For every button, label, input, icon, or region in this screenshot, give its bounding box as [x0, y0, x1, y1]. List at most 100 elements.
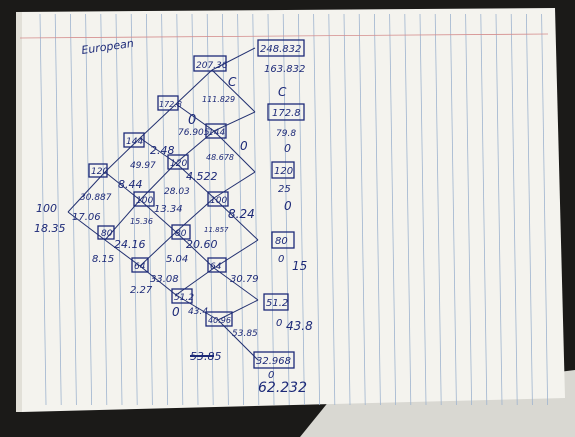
u2-note: 8.44 [118, 178, 143, 191]
leaf6-value: 0 [268, 370, 274, 381]
leaf3-price-box [271, 161, 295, 179]
u4-value: 111.829 [202, 95, 235, 104]
rule-line [130, 13, 138, 406]
leaf4-value: 0 [278, 254, 284, 265]
d2-price-box [131, 257, 149, 273]
leaf3-price: 120 [274, 166, 293, 177]
rule-line [465, 13, 472, 406]
u3-note: 2.48 [150, 144, 175, 157]
root-price: 100 [36, 202, 57, 215]
um3-note: 4.522 [186, 170, 218, 183]
um3-price-box [167, 154, 189, 170]
d1-value: 8.15 [92, 254, 114, 265]
leaf1-price: 248.832 [260, 44, 301, 55]
m4-price-box [207, 191, 229, 207]
page-edge [16, 12, 22, 412]
u2-price: 144 [126, 137, 143, 147]
rule-line [328, 13, 336, 406]
u2-price-box [123, 132, 145, 148]
rule-line [526, 13, 533, 406]
m4-price: 100 [210, 196, 227, 206]
dm4-price: 64 [210, 262, 222, 272]
dm3-price: 80 [175, 229, 187, 239]
m4-value: 11.857 [204, 226, 229, 234]
m4-note: 8.24 [228, 207, 255, 221]
u4-note: 0 [188, 113, 196, 128]
leaf2-price-box [267, 103, 305, 121]
um4-value: 48.678 [206, 153, 234, 162]
leaf5-price: 51.2 [266, 298, 288, 309]
d4-value: 53.85 [232, 329, 258, 339]
um4-price-box [205, 123, 227, 139]
m2-note: 13.34 [154, 204, 183, 215]
d3-note: 0 [172, 305, 180, 319]
leaf2-price: 172.8 [272, 108, 301, 119]
notebook-page [16, 8, 565, 412]
dm4-value: 30.79 [230, 274, 259, 285]
leaf6-price-box [253, 351, 295, 369]
leaf5-note: 43.8 [286, 319, 313, 333]
rule-line [450, 13, 457, 406]
leaf3-value: 25 [278, 184, 291, 195]
rule-line [434, 13, 442, 406]
leaf6-price: 32.968 [256, 356, 291, 367]
rule-line [282, 13, 290, 406]
um4-price: 144 [208, 128, 225, 138]
u1-value: 30.887 [80, 193, 112, 203]
rule-line [343, 13, 351, 406]
leaf6-note: 62.232 [258, 380, 307, 396]
leaf4-note: 15 [292, 259, 307, 273]
leaf2-note: 0 [284, 142, 291, 155]
d3-price-box [171, 288, 193, 304]
rule-line [85, 13, 92, 406]
rule-line [39, 13, 47, 406]
rule-line [161, 13, 168, 406]
leaf1-value: 163.832 [264, 64, 305, 75]
leaf2-value: 79.8 [276, 129, 296, 139]
d2-price: 64 [134, 262, 146, 272]
c-label-top: C [228, 75, 237, 89]
d1-price: 80 [101, 229, 113, 239]
leaf5-value: 0 [276, 318, 282, 329]
margin-line [19, 33, 549, 39]
rule-line [206, 13, 214, 406]
rule-line [115, 13, 123, 406]
m2-price: 100 [136, 196, 153, 206]
m2-value: 15.36 [130, 217, 153, 226]
rule-line [70, 13, 77, 406]
um3-value: 28.03 [164, 187, 190, 197]
root-note: 17.06 [72, 212, 101, 223]
dm3-note: 20.60 [186, 238, 218, 251]
d4-price-box [205, 311, 233, 327]
d1-price-box [97, 225, 115, 240]
leaf3-note: 0 [284, 199, 292, 213]
um4-note: 0 [240, 139, 248, 153]
u1-price-box [88, 163, 108, 178]
u1-price: 120 [91, 167, 108, 177]
d1-note: 24.16 [114, 238, 146, 251]
d3-value: 43.4 [188, 307, 208, 317]
rule-line [146, 13, 153, 406]
rule-line [510, 13, 518, 406]
um3-price: 120 [170, 159, 187, 169]
rule-line [480, 13, 488, 406]
leaf4-price: 80 [275, 236, 288, 247]
rule-line [176, 13, 184, 406]
rule-line [404, 13, 412, 406]
rule-line [419, 13, 427, 406]
ruled-lines [39, 13, 548, 406]
dm4-price-box [207, 257, 227, 273]
d4-price: 40.96 [208, 316, 231, 325]
rule-line [298, 13, 305, 406]
leaf1-price-box [257, 39, 305, 57]
dm3-price-box [171, 224, 191, 240]
rule-line [267, 13, 275, 406]
d2-note: 33.08 [150, 274, 179, 285]
leaf4-price-box [271, 231, 295, 249]
u4-price: 207.36 [196, 61, 228, 71]
root-value: 18.35 [34, 222, 66, 235]
u3-price-box [157, 95, 179, 111]
rule-line [313, 13, 320, 406]
rule-line [100, 13, 108, 406]
rule-line [495, 13, 503, 406]
